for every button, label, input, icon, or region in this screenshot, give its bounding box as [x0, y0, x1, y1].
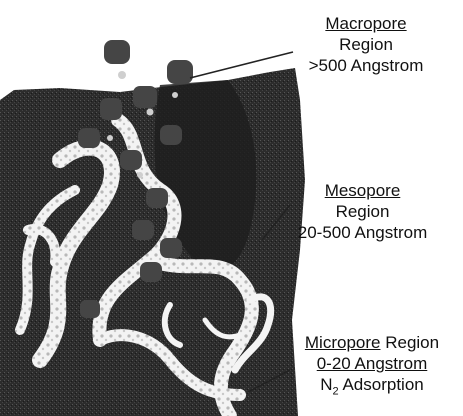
mesopore-size-text: 20-500 Angstrom [270, 222, 455, 243]
micropore-title-suffix: Region [380, 333, 439, 352]
macropore-title: Macropore [325, 14, 406, 33]
mesopore-region-text: Region [270, 201, 455, 222]
macropore-region-text: Region [286, 34, 446, 55]
mesopore-title: Mesopore [325, 181, 401, 200]
macropore-label: Macropore Region >500 Angstrom [286, 13, 446, 76]
macropore-size-text: >500 Angstrom [286, 55, 446, 76]
micropore-title: Micropore [305, 333, 381, 352]
mesopore-label: Mesopore Region 20-500 Angstrom [270, 180, 455, 243]
micropore-label: Micropore Region 0-20 Angstrom N2 Adsorp… [282, 332, 462, 402]
micropore-size-text: 0-20 Angstrom [282, 353, 462, 374]
micropore-method-prefix: N [320, 375, 332, 394]
micropore-method-text: N2 Adsorption [282, 374, 462, 402]
micropore-method-suffix: Adsorption [339, 375, 424, 394]
